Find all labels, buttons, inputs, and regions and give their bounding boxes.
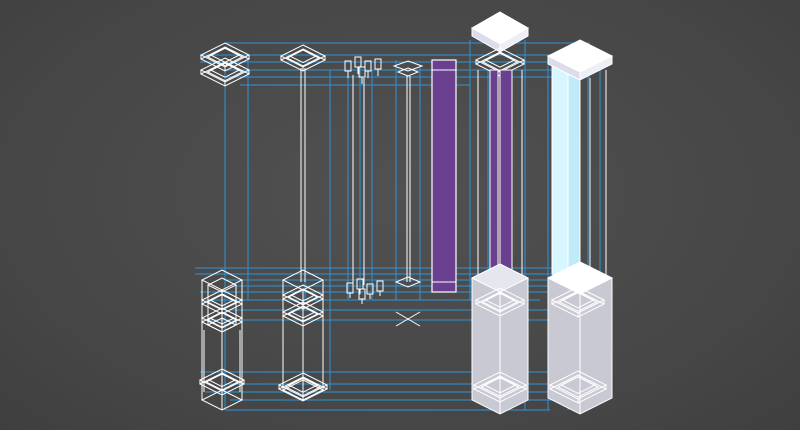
post-kit-wireframe [198,42,251,411]
rod-bracket [281,301,325,327]
rod-bracket [281,284,325,310]
panel-face [431,59,457,293]
cap-side [499,27,529,53]
base-collar [550,286,606,318]
rod-top-cap [279,44,327,72]
center-rod-post [277,44,329,402]
bottom-bracket [394,276,422,288]
exploded-hardware [344,56,384,304]
post-cap-lower [199,57,251,87]
cross-bracket [395,311,421,327]
purple-insert [499,69,513,281]
assembled-post-purple [470,11,530,415]
base-foot [472,371,528,403]
assembled-post-glass [546,39,614,415]
bolt [374,58,382,70]
glass-panel [551,65,569,283]
glass-panel [567,73,581,289]
base-collar [474,287,526,317]
panel-bottom-rail [431,281,457,293]
top-bracket-inner [396,67,420,77]
alignment-guides [195,40,601,411]
base-plate [198,368,246,396]
rod-and-brackets [392,60,424,327]
cap-side [579,55,613,81]
post-models [198,11,614,415]
top-bracket [392,60,424,72]
bracket-ring [200,307,244,333]
purple-panel [431,59,457,293]
panel-top-rail [431,59,457,71]
rod-base-plate [277,372,329,402]
purple-insert [489,69,499,281]
base-foot [548,370,608,404]
bracket-ring [200,289,244,315]
